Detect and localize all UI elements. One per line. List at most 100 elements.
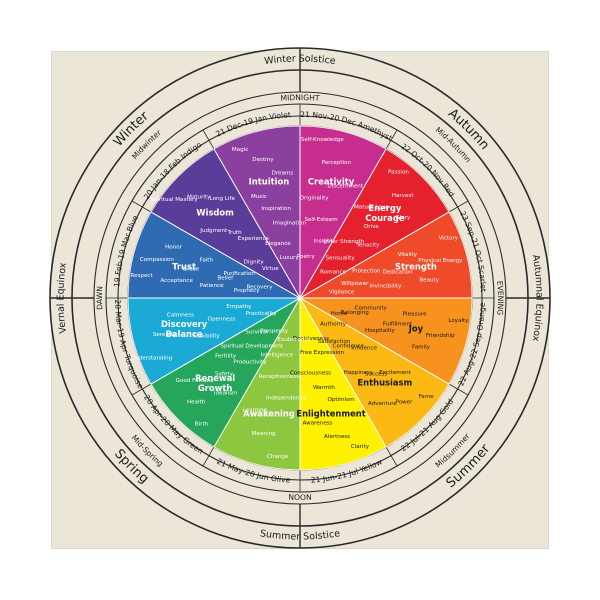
- segment-word-violet-1: Destiny: [252, 157, 274, 163]
- segment-word-yellow-0: Clarity: [351, 444, 370, 450]
- segment-word-turquoise-6: Practicality: [246, 311, 278, 317]
- segment-word-orange-0: Loyalty: [448, 318, 469, 324]
- segment-word-olive-2: Learning: [243, 407, 268, 413]
- segment-turquoise: [127, 297, 302, 385]
- segment-word-blue-1: Compassion: [140, 257, 175, 263]
- vernal-equinox-label: Vernal Equinox: [55, 262, 69, 334]
- segment-word-olive-1: Meaning: [252, 431, 276, 437]
- segment-word-red-0: Passion: [388, 169, 409, 175]
- segment-word-blue-0: Respect: [130, 273, 153, 279]
- segment-word-orange-8: Home: [331, 311, 348, 317]
- date-divider-1: [385, 129, 398, 150]
- segment-word-blue-3: Acceptance: [160, 278, 193, 284]
- segment-blue: [127, 211, 302, 299]
- segment-word-green-1: Health: [187, 399, 206, 405]
- segment-word-green-9: Prosperity: [260, 329, 289, 335]
- segment-word-amethyst-1: Perception: [322, 160, 352, 166]
- segment-word-turquoise-1: Serenity: [153, 332, 177, 338]
- segment-word-red-3: Mature Love: [354, 204, 389, 210]
- segment-word-green-6: Productivity: [233, 360, 267, 366]
- segment-word-violet-0: Magic: [232, 147, 248, 153]
- segments-group: [127, 125, 473, 471]
- segment-title-scarlet: Strength: [395, 261, 437, 271]
- segment-word-green-7: Spiritual Development: [220, 344, 283, 350]
- segment-word-yellow-1: Alertness: [324, 434, 350, 440]
- segment-violet: [213, 125, 301, 300]
- segment-title-gold: Enthusiasm: [357, 377, 412, 387]
- segment-title-yellow: Enlightenment: [296, 408, 365, 418]
- evening-label: EVENING: [495, 280, 505, 315]
- segment-orange: [298, 297, 473, 385]
- segment-word-orange-1: Friendship: [426, 333, 455, 339]
- segment-word-turquoise-2: Calmness: [167, 312, 194, 318]
- segment-word-violet-4: Inspiration: [261, 206, 291, 212]
- segment-word-gold-0: Fame: [419, 394, 435, 400]
- segment-red: [298, 148, 450, 300]
- segment-word-red-8: Romance: [320, 270, 347, 276]
- spoke-7: [213, 297, 301, 448]
- midnight-label: MIDNIGHT: [280, 93, 320, 103]
- segment-word-orange-2: Family: [412, 344, 431, 350]
- segment-word-green-3: Idealism: [214, 391, 238, 397]
- spoke-4: [299, 297, 450, 385]
- segment-word-gold-2: Adventure: [368, 401, 397, 407]
- segment-olive: [213, 296, 301, 471]
- segment-word-yellow-3: Optimism: [327, 397, 354, 403]
- segment-word-olive-6: Exuberance: [278, 337, 312, 343]
- segment-indigo: [150, 148, 302, 300]
- segment-word-red-6: Inner Strength: [324, 239, 365, 245]
- segment-word-orange-6: Community: [355, 305, 388, 311]
- segment-word-blue-5: Faith: [200, 258, 214, 264]
- segment-word-orange-3: Pleasure: [403, 312, 427, 318]
- segment-word-blue-9: Prophecy: [234, 288, 260, 294]
- date-divider-11: [202, 129, 215, 150]
- winter-solstice-label: Winter Solstice: [264, 53, 337, 67]
- segment-word-red-2: Glory: [395, 215, 411, 221]
- segment-word-indigo-5: Experience: [238, 236, 270, 242]
- segment-word-olive-3: Independence: [266, 396, 306, 402]
- segment-word-blue-8: Purification: [223, 271, 255, 277]
- segment-word-turquoise-3: Flexibility: [193, 333, 220, 339]
- segment-word-red-7: Sensuality: [326, 255, 356, 261]
- segment-word-scarlet-0: Victory: [439, 236, 459, 242]
- segment-word-scarlet-1: Physical Energy: [418, 258, 463, 264]
- segment-word-scarlet-6: Protection: [352, 269, 381, 275]
- segment-word-red-4: Drive: [364, 224, 379, 230]
- segment-word-gold-4: Success: [365, 372, 388, 378]
- segment-word-violet-6: Elegance: [265, 241, 291, 247]
- autumnal-equinox-label: Autumnal Equinox: [530, 254, 545, 343]
- dawn-label: DAWN: [95, 286, 104, 310]
- date-divider-4: [448, 383, 469, 396]
- segment-title-amethyst: Creativity: [308, 177, 355, 187]
- segment-word-gold-7: Confidence: [333, 344, 365, 350]
- segment-word-indigo-3: Judgment: [199, 228, 228, 234]
- segment-word-indigo-4: Truth: [226, 230, 242, 236]
- segment-word-yellow-6: Free Expression: [300, 350, 344, 356]
- segment-word-blue-10: Recovery: [246, 285, 273, 291]
- segment-word-scarlet-2: Beauty: [419, 277, 439, 283]
- segment-word-red-1: Harvest: [392, 193, 415, 199]
- segment-word-amethyst-5: Insight: [314, 238, 334, 244]
- segment-gold: [298, 296, 450, 448]
- segment-word-olive-5: Intelligence: [261, 353, 294, 359]
- segment-green: [150, 296, 302, 448]
- segment-word-orange-4: Fulfillment: [383, 322, 413, 328]
- segment-word-green-8: Survival: [245, 329, 268, 335]
- segment-amethyst: [299, 125, 387, 300]
- spoke-8: [150, 297, 301, 385]
- segment-word-yellow-5: Consciousness: [290, 370, 331, 376]
- segment-word-blue-2: Honor: [165, 244, 183, 250]
- segment-word-violet-5: Imagination: [273, 221, 307, 227]
- segment-word-orange-7: Belonging: [341, 310, 369, 316]
- segment-word-scarlet-4: Dedication: [383, 269, 414, 275]
- segment-word-blue-4: Grace: [183, 266, 200, 272]
- segment-word-amethyst-4: Self-Esteem: [304, 217, 337, 223]
- segment-word-indigo-2: Long Life: [210, 196, 236, 202]
- segment-word-olive-4: Receptiveness: [259, 374, 300, 380]
- segment-word-turquoise-0: Understanding: [131, 355, 173, 361]
- date-divider-10: [131, 200, 152, 213]
